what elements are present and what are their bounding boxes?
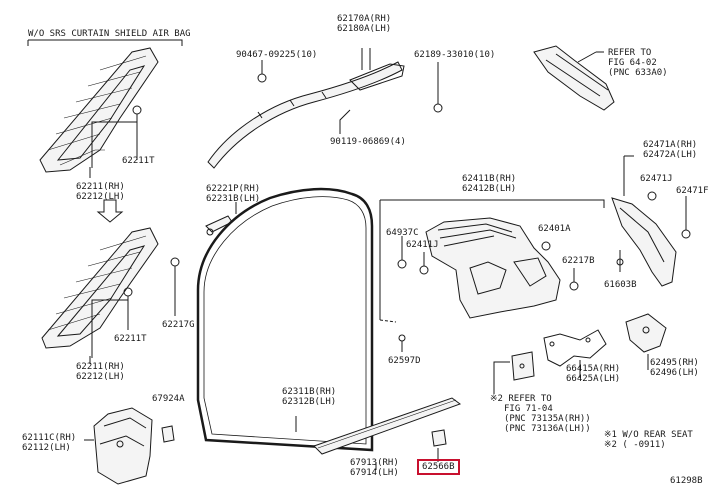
label-62221p: 62221P(RH) <box>206 184 261 194</box>
label-62170a: 62170A(RH) <box>337 14 392 24</box>
label-62411b: 62411B(RH) <box>462 174 517 184</box>
clip-62217g <box>170 257 180 267</box>
label-62311b: 62311B(RH) <box>282 387 337 397</box>
bracket-67924a <box>161 425 175 443</box>
label-66415a: 66415A(RH) <box>566 364 621 374</box>
label-62471f: 62471F <box>676 186 709 196</box>
label-62471a: 62471A(RH) <box>643 140 698 150</box>
label-62566b-highlighted[interactable]: 62566B <box>417 459 460 475</box>
clip-62217b <box>569 281 579 291</box>
pillar-garnish-upper <box>39 47 159 173</box>
label-62217b: 62217B <box>562 256 595 266</box>
label-62312b: 62312B(LH) <box>282 397 337 407</box>
refer-note-1c: (PNC 633A0) <box>608 68 668 78</box>
label-67914: 67914(LH) <box>350 468 399 478</box>
small-bracket <box>511 351 535 381</box>
footnote-2: ※2 ( -0911) <box>604 440 666 450</box>
refer-note-2c: (PNC 73135A(RH)) <box>504 414 591 424</box>
label-62496: 62496(LH) <box>650 368 699 378</box>
scuff-plate <box>313 397 462 455</box>
label-61603b: 61603B <box>604 280 637 290</box>
footnote-1: ※1 W/O REAR SEAT <box>604 430 693 440</box>
door-weatherstrip <box>196 187 374 452</box>
clip-62471j <box>647 191 657 201</box>
label-64937c: 64937C <box>386 228 419 238</box>
refer-note-2b: FIG 71-04 <box>504 404 553 414</box>
label-90119: 90119-06869(4) <box>330 137 406 147</box>
label-66425a: 66425A(LH) <box>566 374 621 384</box>
label-62211t-top: 62211T <box>122 156 155 166</box>
clip-62566b-part <box>431 429 447 447</box>
clip-62189 <box>433 103 443 113</box>
label-62401a: 62401A <box>538 224 571 234</box>
label-62231b: 62231B(LH) <box>206 194 261 204</box>
label-62180a: 62180A(LH) <box>337 24 392 34</box>
curtain-shield-note: W/O SRS CURTAIN SHIELD AIR BAG <box>28 29 191 39</box>
clip-62211t-top <box>132 105 142 115</box>
curtain-rail <box>207 61 405 169</box>
label-62212-lh-2: 62212(LH) <box>76 372 125 382</box>
harness-clamp <box>625 313 667 353</box>
label-62112: 62112(LH) <box>22 443 71 453</box>
refer-note-2d: (PNC 73136A(LH)) <box>504 424 591 434</box>
clip-62211t-bot <box>123 287 133 297</box>
figure-id: 61298B <box>670 476 703 486</box>
refer-note-2a: ※2 REFER TO <box>490 394 552 404</box>
label-62597d: 62597D <box>388 356 421 366</box>
label-62495: 62495(RH) <box>650 358 699 368</box>
label-62412b: 62412B(LH) <box>462 184 517 194</box>
label-90467: 90467-09225(10) <box>236 50 318 60</box>
refer-note-1b: FIG 64-02 <box>608 58 657 68</box>
curtain-shield-bracket <box>27 39 183 46</box>
center-pillar-garnish <box>425 217 561 319</box>
clip-62471f <box>681 229 691 239</box>
clip-62597d <box>398 334 406 342</box>
cowl-side-trim <box>93 407 153 485</box>
label-62211-rh: 62211(RH) <box>76 182 125 192</box>
label-62217g: 62217G <box>162 320 195 330</box>
label-67924a: 67924A <box>152 394 185 404</box>
label-62212-lh: 62212(LH) <box>76 192 125 202</box>
down-arrow-icon <box>96 199 124 223</box>
label-62411j: 62411J <box>406 240 439 250</box>
refer-part-upper-right <box>533 45 615 111</box>
label-62211t-bot: 62211T <box>114 334 147 344</box>
clip-62401a <box>541 241 551 251</box>
pillar-garnish-lower <box>41 227 159 349</box>
label-62472a: 62472A(LH) <box>643 150 698 160</box>
wire-harness <box>543 329 607 367</box>
center-box-bracket <box>379 199 605 320</box>
clip-64937c <box>397 259 407 269</box>
clip-62411j <box>419 265 429 275</box>
label-62189: 62189-33010(10) <box>414 50 496 60</box>
refer-note-1a: REFER TO <box>608 48 652 58</box>
label-62111c: 62111C(RH) <box>22 433 77 443</box>
clip-90467 <box>257 73 267 83</box>
label-62211-rh-2: 62211(RH) <box>76 362 125 372</box>
quarter-pillar <box>611 197 677 287</box>
label-62471j: 62471J <box>640 174 673 184</box>
label-67913: 67913(RH) <box>350 458 399 468</box>
